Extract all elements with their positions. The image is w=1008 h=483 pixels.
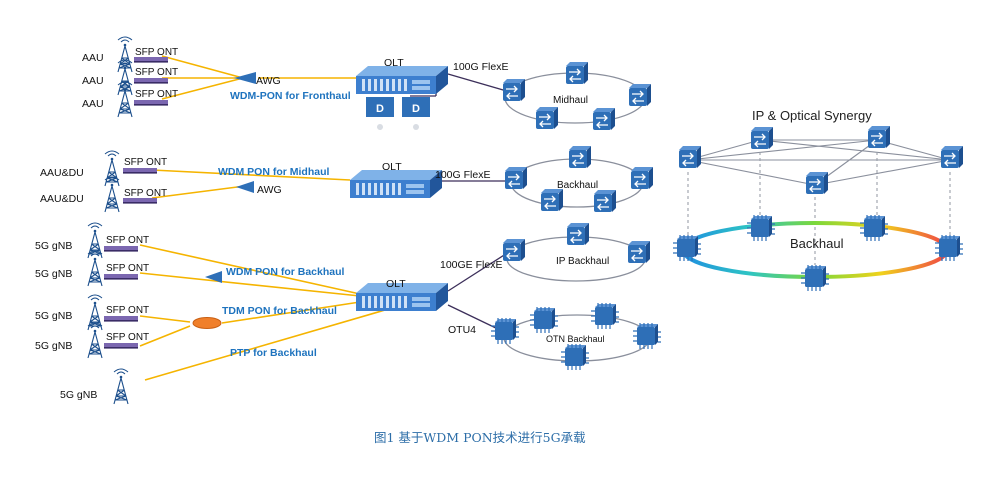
midhaul-section: AAU&DU AAU&DU SFP ONT SFP ONT WDM PON fo… [40, 145, 654, 213]
ont-label: SFP ONT [106, 235, 149, 246]
d-module [402, 97, 430, 117]
fronthaul-title: WDM-PON for Fronthaul [230, 90, 351, 102]
ont-label: SFP ONT [124, 157, 167, 168]
tdm-backhaul-title: TDM PON for Backhaul [222, 305, 337, 317]
awg-icon [234, 72, 256, 84]
router-icon [678, 145, 702, 169]
router-icon [630, 166, 654, 190]
d-module [366, 97, 394, 117]
router-icon [593, 189, 617, 213]
synergy-title: IP & Optical Synergy [752, 108, 872, 123]
router-icon [750, 126, 774, 150]
ont-device [104, 246, 138, 252]
awg-label: AWG [257, 184, 282, 196]
router-icon [502, 78, 526, 102]
router-icon [592, 107, 616, 131]
link-label: 100G FlexE [453, 61, 508, 73]
ont-label: SFP ONT [135, 47, 178, 58]
link-label: 100G FlexE [435, 169, 490, 181]
figure-caption: 图1 基于WDM PON技术进行5G承载 [374, 430, 586, 445]
ring-label: OTN Backhaul [546, 334, 605, 344]
router-icon [565, 61, 589, 85]
site-label: 5G gNB [35, 340, 72, 352]
ont-label: SFP ONT [135, 67, 178, 78]
router-icon [568, 145, 592, 169]
ont-device [134, 78, 168, 84]
router-icon [940, 145, 964, 169]
olt-device [356, 66, 448, 94]
midhaul-title: WDM PON for Midhaul [218, 166, 329, 178]
otn-chip-icon [859, 214, 889, 242]
router-icon [627, 240, 651, 264]
site-label: AAU [82, 75, 104, 87]
ring-label: Midhaul [553, 95, 588, 106]
router-icon [566, 222, 590, 246]
ont-label: SFP ONT [124, 188, 167, 199]
d-label: D [412, 103, 420, 115]
link-label: 100GE FlexE [440, 259, 502, 271]
ont-device [123, 198, 157, 204]
otn-chip-icon [800, 264, 830, 292]
ont-label: SFP ONT [106, 263, 149, 274]
wdm-backhaul-title: WDM PON for Backhaul [226, 266, 345, 278]
d-label: D [376, 103, 384, 115]
tower-icon [113, 368, 129, 405]
awg-icon [205, 271, 222, 283]
tower-icon [87, 250, 103, 287]
awg-label: AWG [256, 75, 281, 87]
router-icon [867, 125, 891, 149]
tower-icon [104, 150, 120, 187]
site-label: AAU [82, 98, 104, 110]
link-label: OTU4 [448, 324, 476, 336]
ont-device [134, 57, 168, 63]
site-label: 5G gNB [60, 389, 97, 401]
backhaul-section: 5G gNB 5G gNB 5G gNB 5G gNB 5G gNB SFP O… [35, 222, 662, 405]
ont-label: SFP ONT [106, 305, 149, 316]
site-label: AAU [82, 52, 104, 64]
site-label: 5G gNB [35, 240, 72, 252]
router-icon [540, 188, 564, 212]
ont-device [134, 100, 168, 106]
site-label: AAU&DU [40, 167, 84, 179]
ont-device [104, 343, 138, 349]
router-icon [504, 166, 528, 190]
ring-label: Backhaul [557, 180, 598, 191]
ont-device [104, 316, 138, 322]
tower-icon [87, 322, 103, 359]
otn-chip-icon [560, 343, 590, 371]
ont-label: SFP ONT [106, 332, 149, 343]
site-label: AAU&DU [40, 193, 84, 205]
router-icon [535, 106, 559, 130]
olt-device [350, 170, 442, 198]
olt-label: OLT [386, 278, 406, 290]
synergy-ring-label: Backhaul [790, 236, 844, 251]
ring-label: IP Backhaul [556, 256, 609, 267]
site-label: 5G gNB [35, 310, 72, 322]
fronthaul-section: AAU AAU AAU SFP ONT SFP ONT SFP ONT AWG … [82, 36, 652, 131]
olt-label: OLT [384, 57, 404, 69]
synergy-section: IP & Optical Synergy Backhaul [672, 108, 964, 292]
ont-label: SFP ONT [135, 89, 178, 100]
splitter-icon [192, 317, 222, 329]
awg-icon [236, 181, 254, 193]
ont-device [123, 168, 157, 174]
router-icon [628, 83, 652, 107]
ptp-backhaul-title: PTP for Backhaul [230, 347, 317, 359]
olt-label: OLT [382, 161, 402, 173]
ont-device [104, 274, 138, 280]
otn-chip-icon [746, 214, 776, 242]
site-label: 5G gNB [35, 268, 72, 280]
router-icon [502, 238, 526, 262]
router-icon [805, 171, 829, 195]
